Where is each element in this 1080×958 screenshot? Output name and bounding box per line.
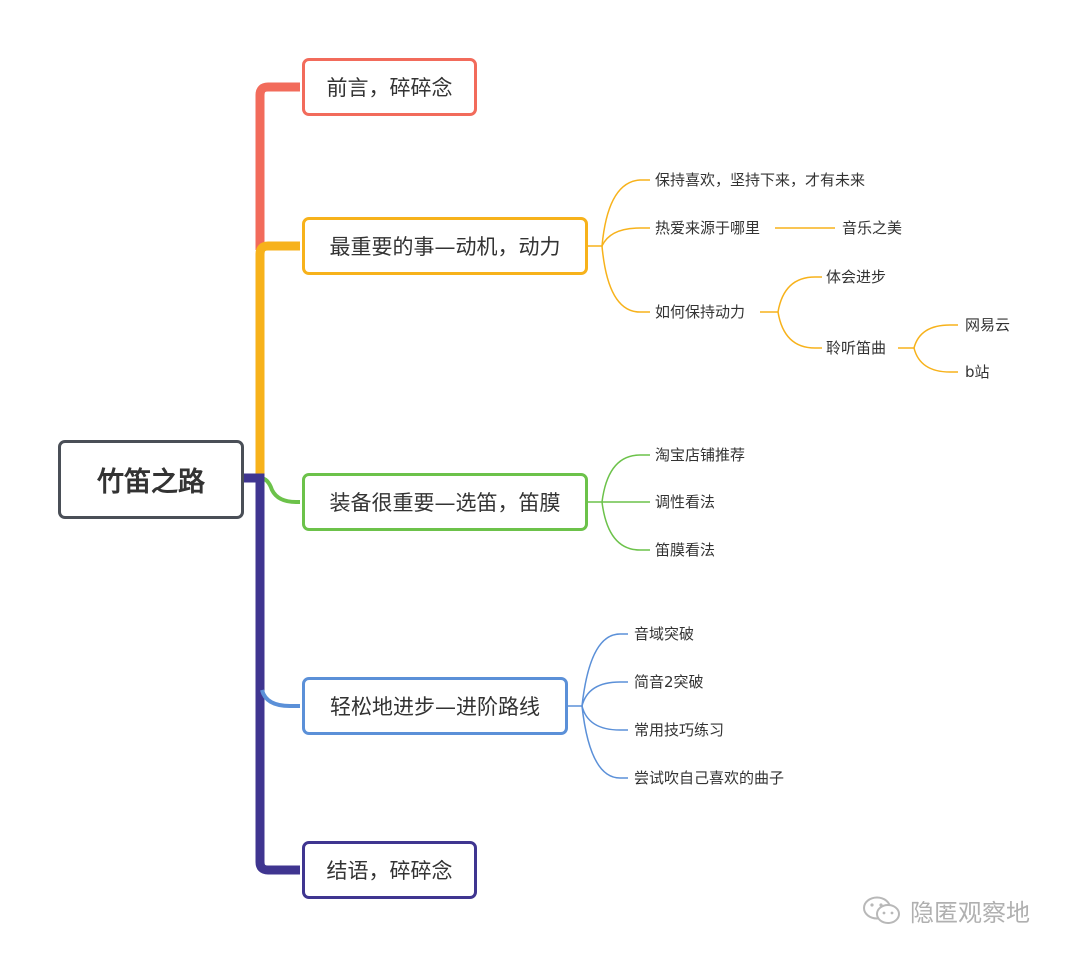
wechat-icon (863, 896, 900, 924)
leaf-node[interactable]: 音乐之美 (842, 219, 903, 237)
branch4-links (568, 633, 628, 779)
leaf-node[interactable]: 淘宝店铺推荐 (655, 446, 746, 464)
leaf-node[interactable]: 常用技巧练习 (634, 721, 725, 739)
leaf-node[interactable]: 尝试吹自己喜欢的曲子 (634, 769, 785, 787)
trunk-branch5 (244, 473, 300, 875)
leaf-node[interactable]: 音域突破 (634, 625, 695, 643)
branch-node-motivation[interactable]: 最重要的事—动机，动力 (302, 217, 588, 275)
leaf-node[interactable]: 如何保持动力 (655, 303, 746, 321)
leaf-node[interactable]: 笛膜看法 (655, 541, 716, 559)
leaf-node[interactable]: b站 (965, 363, 990, 381)
branch3-links (588, 454, 650, 551)
branch2-links (588, 179, 958, 373)
leaf-node[interactable]: 保持喜欢，坚持下来，才有未来 (655, 171, 866, 189)
watermark-text: 隐匿观察地 (910, 899, 1030, 927)
branch-node-preface[interactable]: 前言，碎碎念 (302, 58, 477, 116)
branch-node-equipment[interactable]: 装备很重要—选笛，笛膜 (302, 473, 588, 531)
leaf-node[interactable]: 调性看法 (655, 493, 716, 511)
trunk-branch4 (260, 689, 300, 708)
leaf-node[interactable]: 简音2突破 (634, 673, 704, 691)
trunk-branch2 (255, 241, 300, 478)
root-node[interactable]: 竹笛之路 (58, 440, 244, 519)
trunk-branch1 (255, 82, 300, 250)
leaf-node[interactable]: 网易云 (965, 316, 1011, 334)
branch-node-conclusion[interactable]: 结语，碎碎念 (302, 841, 477, 899)
leaf-node[interactable]: 聆听笛曲 (826, 339, 887, 357)
leaf-node[interactable]: 体会进步 (826, 268, 887, 286)
leaf-node[interactable]: 热爱来源于哪里 (655, 219, 761, 237)
watermark: 隐匿观察地 (862, 893, 1030, 928)
branch-node-progress[interactable]: 轻松地进步—进阶路线 (302, 677, 568, 735)
